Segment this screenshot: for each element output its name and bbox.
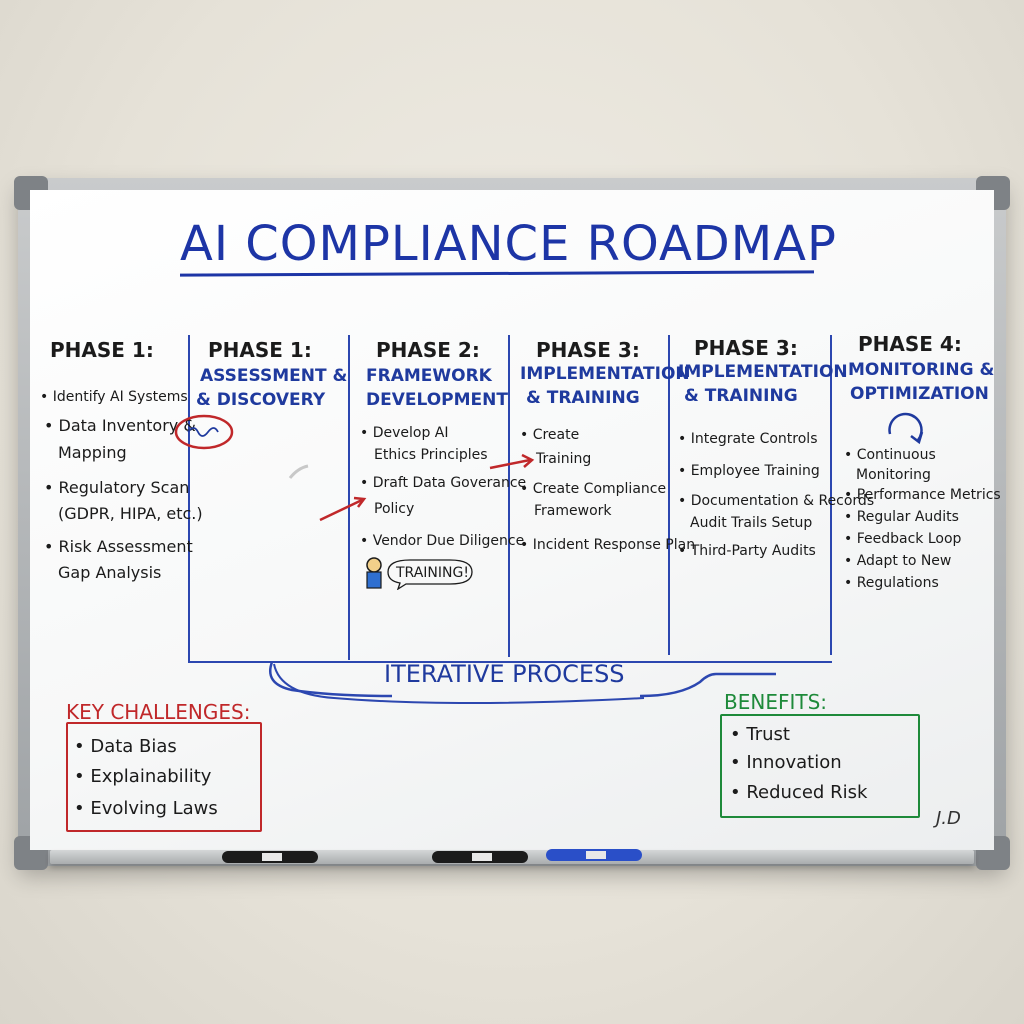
col1-phase-heading: PHASE 1: bbox=[208, 338, 312, 362]
col3-phase-title: & TRAINING bbox=[526, 388, 640, 408]
col4-item: • Integrate Controls bbox=[678, 431, 818, 447]
column-divider bbox=[668, 335, 670, 655]
col3-item: Framework bbox=[534, 503, 612, 519]
iterative-process-label: ITERATIVE PROCESS bbox=[384, 660, 625, 688]
col4-item: • Third-Party Audits bbox=[678, 543, 816, 559]
red-arrow-icon bbox=[319, 496, 367, 522]
col5-item: • Continuous bbox=[844, 447, 936, 463]
col5-item: Monitoring bbox=[856, 467, 931, 483]
timeline-baseline bbox=[190, 661, 832, 663]
col2-phase-title: DEVELOPMENT bbox=[366, 390, 508, 410]
col5-phase-heading: PHASE 4: bbox=[858, 332, 962, 356]
col5-phase-title: OPTIMIZATION bbox=[850, 384, 989, 404]
col2-item: • Vendor Due Diligence bbox=[360, 533, 525, 549]
col5-item: • Performance Metrics bbox=[844, 487, 1001, 503]
col0-item: • Identify AI Systems bbox=[40, 389, 188, 405]
challenges-box bbox=[66, 722, 262, 832]
circled-note-icon bbox=[174, 414, 234, 450]
col2-item: • Develop AI bbox=[360, 425, 449, 441]
person-doodle-icon bbox=[366, 557, 382, 589]
col1-phase-title: & DISCOVERY bbox=[196, 390, 326, 410]
col5-item: • Adapt to New bbox=[844, 553, 952, 569]
cycle-arrow-icon bbox=[888, 412, 924, 445]
column-divider bbox=[508, 335, 510, 657]
blue-marker[interactable] bbox=[546, 849, 642, 861]
col2-item: Policy bbox=[374, 501, 415, 517]
col5-item: • Regulations bbox=[844, 575, 939, 591]
col1-phase-title: ASSESSMENT & bbox=[200, 366, 348, 386]
col3-phase-title: IMPLEMENTATION bbox=[520, 364, 690, 384]
col0-item: • Risk Assessment bbox=[44, 537, 193, 556]
challenge-item: • Data Bias bbox=[74, 736, 177, 757]
col5-item: • Feedback Loop bbox=[844, 531, 962, 547]
col3-item: • Create bbox=[520, 427, 580, 443]
col5-phase-title: MONITORING & bbox=[848, 360, 995, 380]
speech-bubble-icon bbox=[387, 559, 473, 590]
col4-phase-heading: PHASE 3: bbox=[694, 336, 798, 360]
col2-phase-title: FRAMEWORK bbox=[366, 366, 492, 386]
col3-item: • Create Compliance bbox=[520, 481, 667, 497]
training-bubble-text: TRAINING! bbox=[396, 565, 469, 581]
column-divider bbox=[348, 335, 350, 660]
challenges-heading: KEY CHALLENGES: bbox=[66, 700, 251, 724]
benefits-heading: BENEFITS: bbox=[724, 690, 828, 714]
whiteboard-surface bbox=[30, 190, 994, 850]
column-divider bbox=[830, 335, 832, 655]
column-divider bbox=[188, 335, 190, 663]
col4-item: • Employee Training bbox=[678, 463, 820, 479]
black-marker[interactable] bbox=[222, 851, 318, 863]
col2-item: • Draft Data Goverance bbox=[360, 475, 527, 491]
col0-item: Gap Analysis bbox=[58, 563, 162, 582]
col0-phase-heading: PHASE 1: bbox=[50, 338, 154, 362]
col3-phase-heading: PHASE 3: bbox=[536, 338, 640, 362]
col2-phase-heading: PHASE 2: bbox=[376, 338, 480, 362]
col3-item: Training bbox=[536, 451, 592, 467]
col0-item: • Regulatory Scan bbox=[44, 478, 190, 497]
col3-item: • Incident Response Plan bbox=[520, 537, 696, 553]
benefits-box bbox=[720, 714, 920, 818]
col0-item: (GDPR, HIPA, etc.) bbox=[58, 504, 203, 523]
board-title: AI COMPLIANCE ROADMAP bbox=[180, 216, 837, 272]
author-initials: J.D bbox=[936, 808, 961, 829]
black-marker[interactable] bbox=[432, 851, 528, 863]
challenge-item: • Explainability bbox=[74, 766, 212, 787]
benefit-item: • Reduced Risk bbox=[730, 782, 868, 803]
challenge-item: • Evolving Laws bbox=[74, 798, 218, 819]
col4-phase-title: & TRAINING bbox=[684, 386, 798, 406]
col2-item: Ethics Principles bbox=[374, 447, 488, 463]
col0-item: • Data Inventory & bbox=[44, 416, 196, 435]
col4-item: Audit Trails Setup bbox=[690, 515, 813, 531]
benefit-item: • Innovation bbox=[730, 752, 842, 773]
benefit-item: • Trust bbox=[730, 724, 790, 745]
col5-item: • Regular Audits bbox=[844, 509, 959, 525]
col0-item: Mapping bbox=[58, 443, 127, 462]
red-arrow-icon bbox=[489, 453, 535, 470]
col4-phase-title: IMPLEMENTATION bbox=[678, 362, 848, 382]
eraser-smudge bbox=[288, 464, 309, 479]
col4-item: • Documentation & Records bbox=[678, 493, 875, 509]
iterative-process-brace bbox=[269, 661, 776, 704]
